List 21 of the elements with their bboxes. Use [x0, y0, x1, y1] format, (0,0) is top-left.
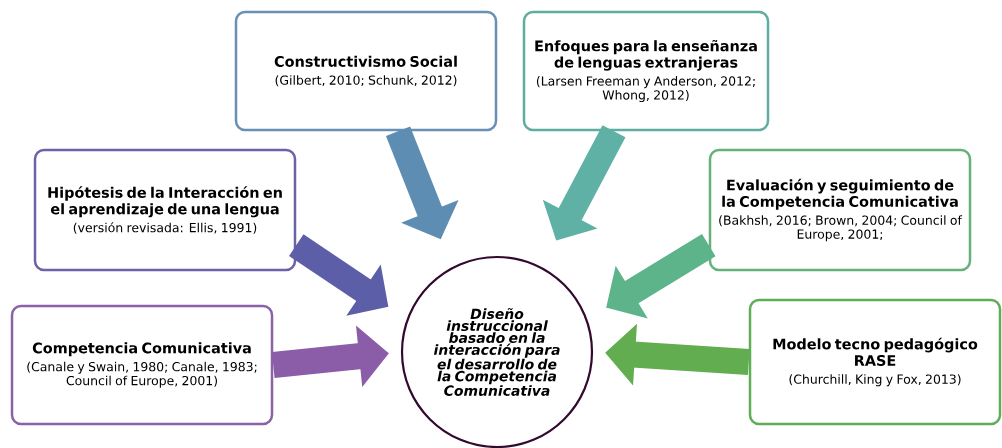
citation: (Churchill, King y Fox, 2013): [789, 374, 961, 387]
concept-box: [33, 148, 297, 272]
concept-box: [522, 10, 770, 132]
box-title: Constructivismo Social: [274, 55, 457, 67]
citation: (Bakhsh, 2016; Brown, 2004; Council of Europe, 2001;: [719, 215, 963, 242]
citation: (Larsen Freeman y Anderson, 2012; Whong, 2012): [536, 76, 755, 103]
center-circle: [400, 255, 594, 448]
box-title: Hipótesis de la Interacción en el aprendizaje de una lengua: [48, 186, 282, 218]
citation: (Gilbert, 2010; Schunk, 2012): [275, 75, 457, 87]
concept-box: [748, 298, 1002, 426]
box-title: Enfoques para la enseñanza de lenguas extranjeras: [535, 39, 757, 71]
concept-box: [234, 10, 498, 132]
box-title: Modelo tecno pedagógico RASE: [773, 337, 978, 366]
citation: (versión revisada: Ellis, 1991): [73, 222, 257, 234]
concept-box: [708, 148, 972, 272]
box-title: Competencia Comunicativa: [32, 342, 251, 357]
citation: (Canale y Swain, 1980; Canale, 1983; Council of Europe, 2001): [27, 361, 257, 388]
center-text: Diseño instruccional basado en la interacción para el desarrollo de la Competencia Comunicativa: [433, 308, 560, 396]
concept-box: [10, 304, 274, 426]
box-title: Evaluación y seguimiento de la Competencia Comunicativa: [722, 178, 958, 210]
block-arrow: [606, 234, 716, 319]
